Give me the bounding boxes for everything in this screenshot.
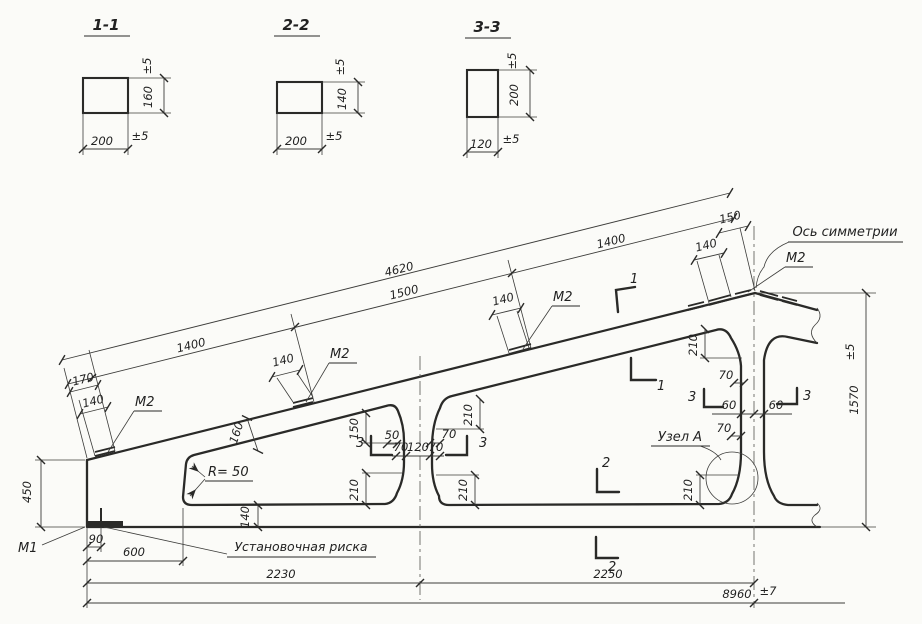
dim-width-tol: ±5 xyxy=(503,132,520,146)
cut-3-mid-right-label: 3 xyxy=(479,436,487,451)
dim-60-right: 60 xyxy=(769,398,784,412)
dim-height: 200 xyxy=(507,84,521,106)
section-title: 2-2 xyxy=(282,16,309,34)
m2-plate3-label: М2 xyxy=(553,290,573,305)
cut-1-upper-flag xyxy=(614,285,637,314)
dim-50: 50 xyxy=(385,428,400,442)
dim-height: 140 xyxy=(335,88,349,110)
dim-1400-left: 1400 xyxy=(175,335,207,356)
dim-width: 120 xyxy=(470,137,492,151)
cut-1-lower-flag xyxy=(629,356,658,382)
dim-170: 170 xyxy=(71,370,96,389)
dim-8960: 8960 xyxy=(722,587,751,601)
cut-3-mid-left-flag xyxy=(369,434,394,457)
dim-160-chord: 160 xyxy=(226,420,246,445)
section-1-1-outline xyxy=(81,76,130,115)
dim-140-plate2: 140 xyxy=(271,351,296,370)
node-a-circle xyxy=(705,451,759,505)
dim-width-tol: ±5 xyxy=(132,129,149,143)
dim-2230: 2230 xyxy=(266,567,295,581)
dim-210-rt: 210 xyxy=(461,404,475,426)
break-line-top xyxy=(811,307,821,344)
callouts: Ось симметрии М2 М2 М2 М2 Узел А М1 Уста… xyxy=(18,225,903,558)
dim-210-top: 210 xyxy=(686,334,700,356)
node-a-label: Узел А xyxy=(658,430,702,445)
cut-2-upper-label: 2 xyxy=(602,456,610,471)
dim-140-flange: 140 xyxy=(238,506,252,528)
cut-3-ridge-right-label: 3 xyxy=(803,389,811,404)
beam-elevation xyxy=(85,226,876,608)
section-1-1: 1-1 200 ±5 160 ±5 xyxy=(78,16,171,155)
axis-of-symmetry-label: Ось симметрии xyxy=(792,225,897,240)
axis-leader xyxy=(755,241,790,289)
break-line-bottom xyxy=(811,502,821,528)
cut-2-upper-flag xyxy=(595,467,621,494)
m2-apex-label: М2 xyxy=(786,251,806,266)
section-title: 1-1 xyxy=(92,16,119,34)
cut-3-ridge-left-label: 3 xyxy=(688,390,696,405)
dim-150-apex: 150 xyxy=(718,208,743,227)
cut-2-lower-flag xyxy=(594,535,620,560)
dim-140-apex: 140 xyxy=(694,236,719,255)
dim-140-end: 140 xyxy=(81,392,106,411)
dim-600: 600 xyxy=(123,545,145,559)
node-a-leader xyxy=(699,445,722,461)
dim-70-a: 70 xyxy=(394,440,409,454)
section-title: 3-3 xyxy=(473,18,500,36)
section-cut-flags: 1 1 2 2 3 3 3 3 xyxy=(356,272,811,575)
section-3-3-outline xyxy=(465,68,500,119)
cut-3-mid-left-label: 3 xyxy=(356,436,364,451)
setting-mark-label: Установочная риска xyxy=(234,539,367,554)
section-2-2: 2-2 200 ±5 140 ±5 xyxy=(272,16,365,155)
cut-1-lower-label: 1 xyxy=(657,379,665,394)
m2-end-label: М2 xyxy=(135,395,155,410)
dim-70-b: 70 xyxy=(429,440,444,454)
cut-3-ridge-right-flag xyxy=(775,386,799,406)
dim-width: 200 xyxy=(285,134,307,148)
middle-post-dimensions: 150 210 50 70 120 70 70 210 210 xyxy=(347,394,485,510)
dim-150-flare: 150 xyxy=(347,418,361,440)
m2-plate2-label: М2 xyxy=(330,347,350,362)
opening-left xyxy=(181,404,406,507)
cut-3-mid-right-flag xyxy=(444,434,469,457)
dim-70-bottom: 70 xyxy=(717,421,732,435)
dim-height: 160 xyxy=(141,86,155,108)
radius-label: R= 50 xyxy=(208,465,249,480)
dim-8960-tol: ±7 xyxy=(760,584,778,598)
dim-60-left: 60 xyxy=(722,398,737,412)
dim-1570-tol: ±5 xyxy=(843,344,857,361)
dim-height-tol: ±5 xyxy=(140,58,154,75)
m1-label: М1 xyxy=(18,541,38,556)
ridge-post-dimensions: 210 70 60 60 70 210 xyxy=(681,324,792,510)
dim-4620: 4620 xyxy=(383,259,415,280)
dim-width: 200 xyxy=(91,134,113,148)
ridge-post-right-side xyxy=(762,335,819,507)
dim-90: 90 xyxy=(89,532,104,546)
dim-120: 120 xyxy=(407,440,429,454)
dim-450: 450 xyxy=(20,481,34,503)
embed-plate-m1 xyxy=(88,521,123,526)
dim-1500: 1500 xyxy=(388,282,420,303)
section-2-2-outline xyxy=(275,80,324,115)
dim-1570: 1570 xyxy=(847,385,861,414)
dim-height-tol: ±5 xyxy=(333,59,347,76)
slope-dimensions: 4620 1400 1500 1400 170 140 140 140 140 … xyxy=(58,187,756,459)
dim-210-bottom: 210 xyxy=(681,479,695,501)
dim-1400-right: 1400 xyxy=(595,231,627,252)
dim-70-c: 70 xyxy=(442,427,457,441)
section-3-3: 3-3 120 ±5 200 ±5 xyxy=(462,18,537,158)
dim-70-top: 70 xyxy=(719,368,734,382)
dim-2250: 2250 xyxy=(593,567,622,581)
dim-210-rb: 210 xyxy=(456,479,470,501)
dim-width-tol: ±5 xyxy=(326,129,343,143)
dim-140-plate3: 140 xyxy=(491,290,516,309)
cut-3-ridge-left-flag xyxy=(702,387,725,409)
main-dimensions: 450 140 90 600 2230 2250 8960 ±7 1570 ±5 xyxy=(20,288,871,608)
cut-2-lower-label: 2 xyxy=(608,560,616,575)
dim-210-lb: 210 xyxy=(347,479,361,501)
cut-1-upper-label: 1 xyxy=(630,272,638,287)
dim-height-tol: ±5 xyxy=(505,53,519,70)
